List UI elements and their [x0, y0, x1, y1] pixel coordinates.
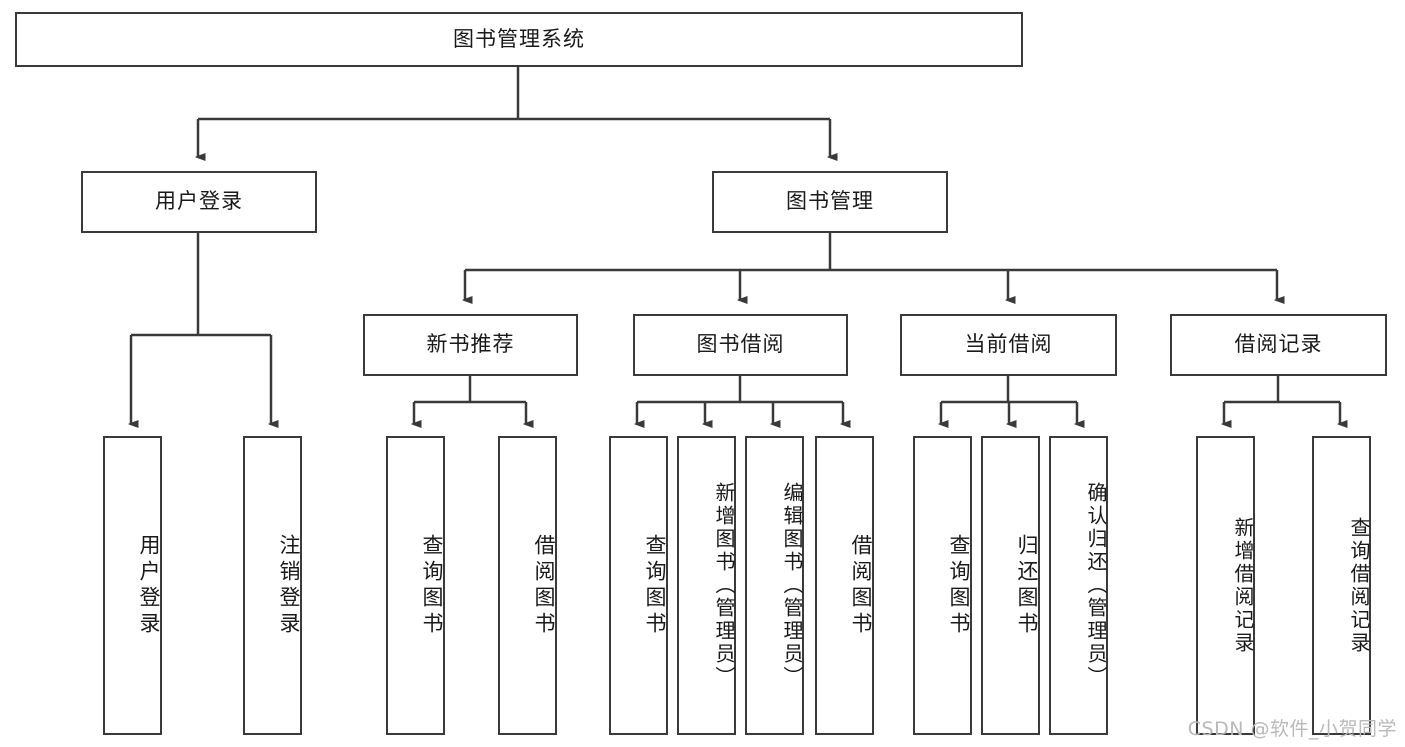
- csdn-watermark: CSDN @软件_小贺同学: [1187, 718, 1397, 740]
- leaf-return-book[interactable]: 归还图书: [981, 436, 1040, 735]
- leaf-add-borrow-record[interactable]: 新增借阅记录: [1196, 436, 1255, 735]
- leaf-user-login[interactable]: 用户登录: [103, 436, 162, 735]
- node-current-borrow[interactable]: 当前借阅: [900, 314, 1117, 376]
- leaf-query-book-current[interactable]: 查询图书: [913, 436, 972, 735]
- leaf-edit-book-admin[interactable]: 编辑图书（管理员）: [745, 436, 804, 735]
- node-user-login[interactable]: 用户登录: [81, 171, 317, 233]
- node-borrow-record[interactable]: 借阅记录: [1170, 314, 1387, 376]
- leaf-logout-login[interactable]: 注销登录: [243, 436, 302, 735]
- leaf-borrow-book-borrow[interactable]: 借阅图书: [815, 436, 874, 735]
- leaf-query-book-recommend[interactable]: 查询图书: [386, 436, 445, 735]
- node-book-management[interactable]: 图书管理: [712, 171, 948, 233]
- node-root-system[interactable]: 图书管理系统: [15, 12, 1023, 67]
- node-book-borrow[interactable]: 图书借阅: [633, 314, 848, 376]
- leaf-borrow-book-recommend[interactable]: 借阅图书: [498, 436, 557, 735]
- leaf-query-borrow-record[interactable]: 查询借阅记录: [1312, 436, 1371, 735]
- leaf-add-book-admin[interactable]: 新增图书（管理员）: [677, 436, 736, 735]
- leaf-confirm-return-admin[interactable]: 确认归还（管理员）: [1049, 436, 1108, 735]
- leaf-query-book-borrow[interactable]: 查询图书: [609, 436, 668, 735]
- node-new-book-recommend[interactable]: 新书推荐: [363, 314, 578, 376]
